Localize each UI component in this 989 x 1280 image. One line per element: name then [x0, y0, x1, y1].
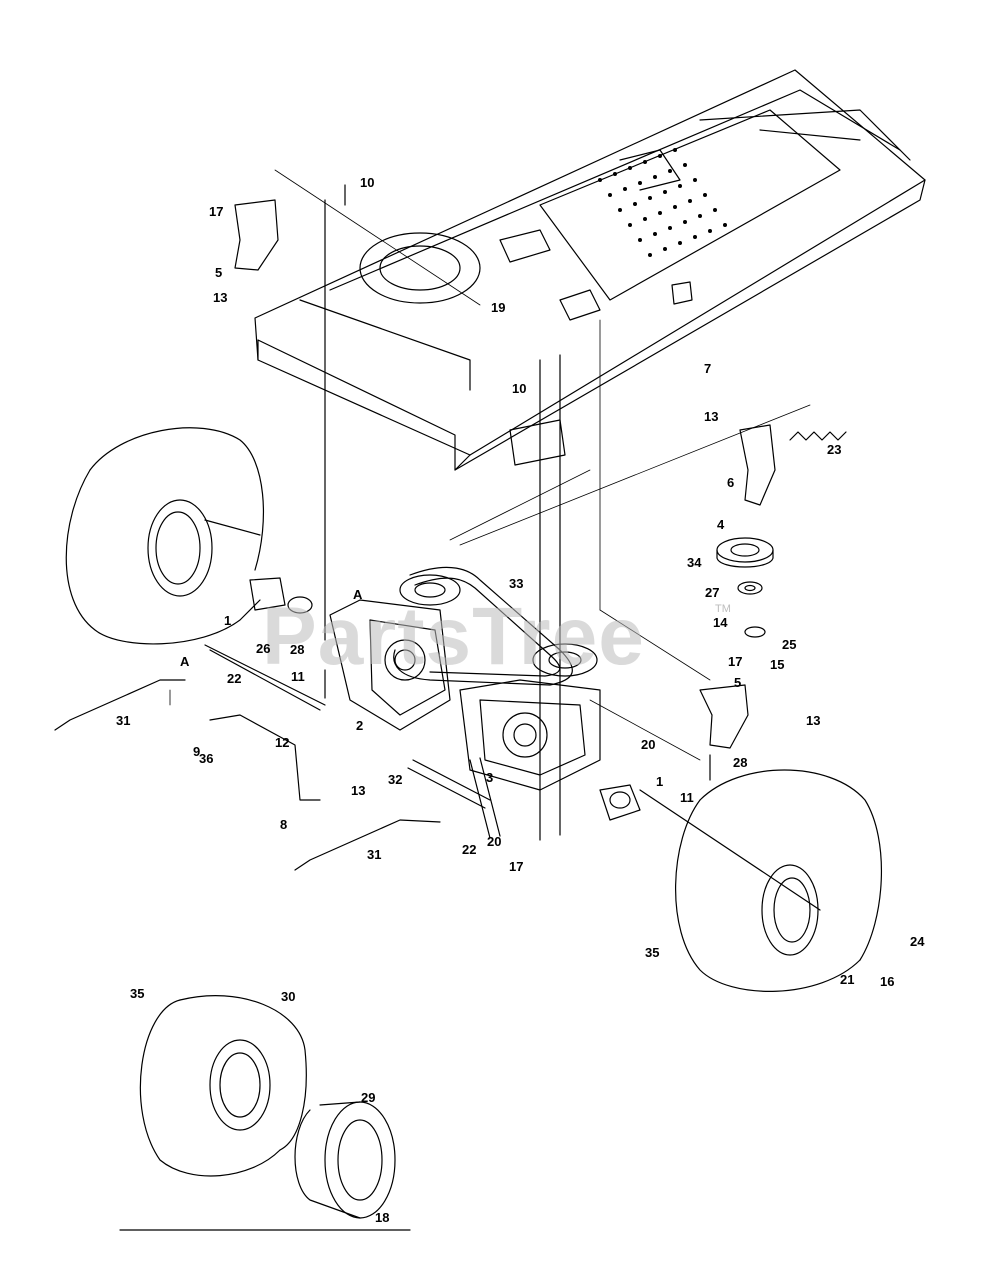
callout-25: 25 — [782, 637, 797, 652]
callout-10: 10 — [360, 175, 375, 190]
washer — [744, 626, 766, 638]
left-transaxle — [329, 574, 461, 731]
callout-6: 6 — [727, 475, 735, 490]
callout-28: 28 — [733, 755, 748, 770]
control-rods — [54, 679, 441, 871]
bearing — [737, 581, 763, 595]
right-transaxle — [459, 643, 601, 791]
callout-35: 35 — [130, 986, 145, 1001]
callout-5: 5 — [734, 675, 742, 690]
left-rear-tire — [65, 427, 265, 645]
frame-chassis — [254, 69, 926, 471]
idler-pulley — [716, 537, 774, 568]
bolts-and-rods — [204, 184, 711, 841]
callout-11: 11 — [680, 790, 694, 805]
callout-15: 15 — [770, 657, 785, 672]
callout-28: 28 — [290, 642, 305, 657]
upper-bracket — [234, 199, 279, 271]
callout-30: 30 — [281, 989, 296, 1004]
callout-5: 5 — [215, 265, 223, 280]
callout-17: 17 — [728, 654, 743, 669]
callout-29: 29 — [361, 1090, 376, 1105]
callout-4: 4 — [717, 517, 725, 532]
leader-lines — [169, 169, 811, 761]
callout-7: 7 — [704, 361, 712, 376]
callout-3: 3 — [486, 770, 494, 785]
callout-23: 23 — [827, 442, 842, 457]
watermark-trademark: TM — [715, 603, 731, 615]
callout-16: 16 — [880, 974, 895, 989]
callout-27: 27 — [705, 585, 720, 600]
callout-A: A — [180, 654, 190, 669]
small-plate — [671, 281, 693, 305]
idler-bracket — [739, 424, 776, 506]
drive-belt — [393, 566, 573, 686]
callout-24: 24 — [910, 934, 925, 949]
callout-17: 17 — [209, 204, 224, 219]
callout-A: A — [353, 587, 363, 602]
callout-32: 32 — [388, 772, 403, 787]
callout-12: 12 — [275, 735, 290, 750]
callout-22: 22 — [462, 842, 477, 857]
callout-8: 8 — [280, 817, 288, 832]
detail-tire — [119, 995, 411, 1231]
callout-36: 36 — [199, 751, 214, 766]
right-rear-tire — [639, 769, 882, 992]
frame-perforated-plate — [598, 148, 727, 257]
callout-20: 20 — [487, 834, 502, 849]
callout-18: 18 — [375, 1210, 390, 1225]
callout-14: 14 — [713, 615, 728, 630]
callout-35: 35 — [645, 945, 660, 960]
right-hub — [599, 784, 641, 821]
callout-1: 1 — [224, 613, 232, 628]
callout-13: 13 — [213, 290, 228, 305]
callout-13: 13 — [806, 713, 821, 728]
callout-19: 19 — [491, 300, 506, 315]
spring — [789, 431, 847, 441]
callout-13: 13 — [704, 409, 719, 424]
callout-13: 13 — [351, 783, 366, 798]
callout-11: 11 — [291, 669, 305, 684]
callout-10: 10 — [512, 381, 527, 396]
callout-31: 31 — [367, 847, 382, 862]
callout-21: 21 — [840, 972, 855, 987]
callout-34: 34 — [687, 555, 702, 570]
callout-31: 31 — [116, 713, 131, 728]
detail-rim — [294, 1101, 396, 1219]
callout-33: 33 — [509, 576, 524, 591]
callout-17: 17 — [509, 859, 524, 874]
left-hub — [249, 577, 313, 614]
callout-9: 9 — [193, 744, 201, 759]
watermark: PartsTree — [262, 591, 645, 682]
callout-22: 22 — [227, 671, 242, 686]
callout-1: 1 — [656, 774, 664, 789]
lower-right-bracket — [699, 684, 749, 749]
callout-26: 26 — [256, 641, 271, 656]
callout-2: 2 — [356, 718, 364, 733]
callout-20: 20 — [641, 737, 656, 752]
